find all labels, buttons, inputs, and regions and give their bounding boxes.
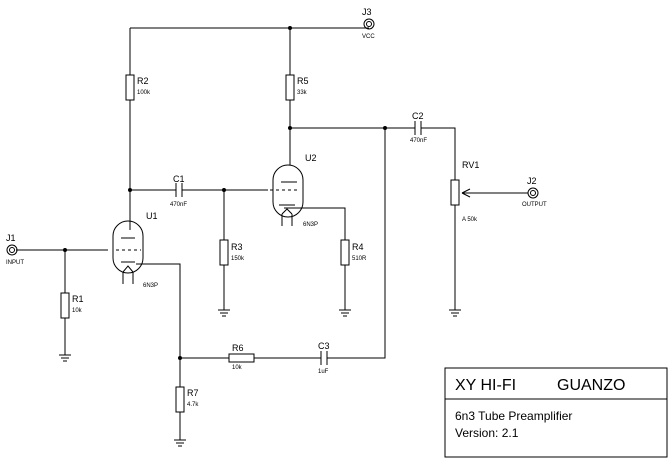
title-block: XY HI-FI GUANZO 6n3 Tube Preamplifier Ve… xyxy=(444,367,668,458)
svg-text:100k: 100k xyxy=(137,90,151,96)
svg-text:R1: R1 xyxy=(72,294,84,304)
tube-heater xyxy=(281,208,293,215)
connector-label: VCC xyxy=(362,34,375,40)
svg-text:1uF: 1uF xyxy=(318,369,329,375)
junction-dot xyxy=(63,248,67,252)
resistor-body xyxy=(175,386,185,413)
connector-ring-icon xyxy=(527,187,539,199)
resistor-body xyxy=(340,239,350,266)
ground-icon xyxy=(339,309,351,317)
project-description: 6n3 Tube Preamplifier xyxy=(455,409,572,423)
svg-text:C1: C1 xyxy=(173,174,185,184)
resistor-body xyxy=(125,74,135,101)
resistor-r6: R6 10k xyxy=(228,343,255,371)
capacitor-plates xyxy=(414,121,422,135)
tube-envelope-icon xyxy=(112,220,144,274)
svg-text:470nF: 470nF xyxy=(170,202,187,208)
connector-j1: J1 INPUT xyxy=(6,233,24,266)
svg-text:RV1: RV1 xyxy=(462,160,479,170)
company-name: XY HI-FI xyxy=(455,377,516,394)
svg-text:470nF: 470nF xyxy=(410,138,427,144)
resistor-body xyxy=(228,353,255,363)
ground-icon xyxy=(218,309,230,317)
svg-text:R7: R7 xyxy=(187,388,199,398)
connector-label: INPUT xyxy=(6,260,24,266)
connector-j3: J3 VCC xyxy=(362,7,375,40)
resistor-body xyxy=(219,239,229,266)
designer-name: GUANZO xyxy=(557,377,625,394)
junction-dot xyxy=(383,126,387,130)
title-block-frame xyxy=(444,367,668,458)
version-label: Version: 2.1 xyxy=(455,426,519,440)
tube-envelope-icon xyxy=(272,164,304,218)
ground-icon xyxy=(59,354,71,362)
capacitor-plates xyxy=(320,351,328,365)
svg-text:33k: 33k xyxy=(297,90,308,96)
svg-text:R5: R5 xyxy=(297,76,309,86)
resistor-r2: R2 100k xyxy=(125,74,151,101)
tube-u2: U2 6N3P xyxy=(270,153,318,228)
svg-text:R2: R2 xyxy=(137,76,149,86)
junction-dot xyxy=(222,188,226,192)
connector-ring-icon xyxy=(6,244,18,256)
resistor-body xyxy=(60,292,70,319)
ground-icon xyxy=(449,309,461,317)
capacitor-c1: C1 470nF xyxy=(170,174,187,208)
connector-ref: J1 xyxy=(6,233,16,243)
svg-text:C3: C3 xyxy=(318,341,330,351)
tube-heater xyxy=(122,265,134,273)
svg-text:U2: U2 xyxy=(305,153,317,163)
capacitor-c3: C3 1uF xyxy=(318,341,330,375)
resistor-r3: R3 150k xyxy=(219,239,245,266)
ground-icon xyxy=(174,439,186,447)
resistor-r7: R7 4.7k xyxy=(175,386,199,413)
connector-ref: J3 xyxy=(362,7,372,17)
ground-symbols xyxy=(59,309,461,447)
junction-dot xyxy=(288,126,292,130)
resistor-body xyxy=(285,74,295,101)
potentiometer-body xyxy=(450,179,460,206)
potentiometer-rv1: RV1 A 50k xyxy=(450,160,479,223)
svg-text:10k: 10k xyxy=(72,308,83,314)
svg-text:C2: C2 xyxy=(412,111,424,121)
svg-text:A 50k: A 50k xyxy=(462,217,478,223)
junctions xyxy=(63,26,387,360)
wiper-arrow-icon xyxy=(461,188,471,198)
junction-dot xyxy=(128,188,132,192)
resistor-r5: R5 33k xyxy=(285,74,309,101)
junction-dot xyxy=(178,356,182,360)
connector-label: OUTPUT xyxy=(522,202,547,208)
tube-u1: U1 6N3P xyxy=(112,211,158,289)
svg-text:10k: 10k xyxy=(232,365,243,371)
svg-text:150k: 150k xyxy=(231,256,245,262)
resistor-r1: R1 10k xyxy=(60,292,84,319)
svg-text:R3: R3 xyxy=(231,242,243,252)
svg-text:6N3P: 6N3P xyxy=(143,283,158,289)
svg-text:R4: R4 xyxy=(352,242,364,252)
connector-ref: J2 xyxy=(527,176,537,186)
capacitor-c2: C2 470nF xyxy=(410,111,427,144)
junction-dot xyxy=(288,26,292,30)
svg-text:U1: U1 xyxy=(146,211,158,221)
svg-text:4.7k: 4.7k xyxy=(187,402,199,408)
connector-j2: J2 OUTPUT xyxy=(522,176,547,208)
resistor-r4: R4 510R xyxy=(340,239,367,266)
connector-ring-icon xyxy=(363,18,375,30)
svg-text:510R: 510R xyxy=(352,256,367,262)
svg-text:R6: R6 xyxy=(232,343,244,353)
svg-text:6N3P: 6N3P xyxy=(303,222,318,228)
wires xyxy=(16,27,528,440)
capacitor-plates xyxy=(175,183,183,197)
